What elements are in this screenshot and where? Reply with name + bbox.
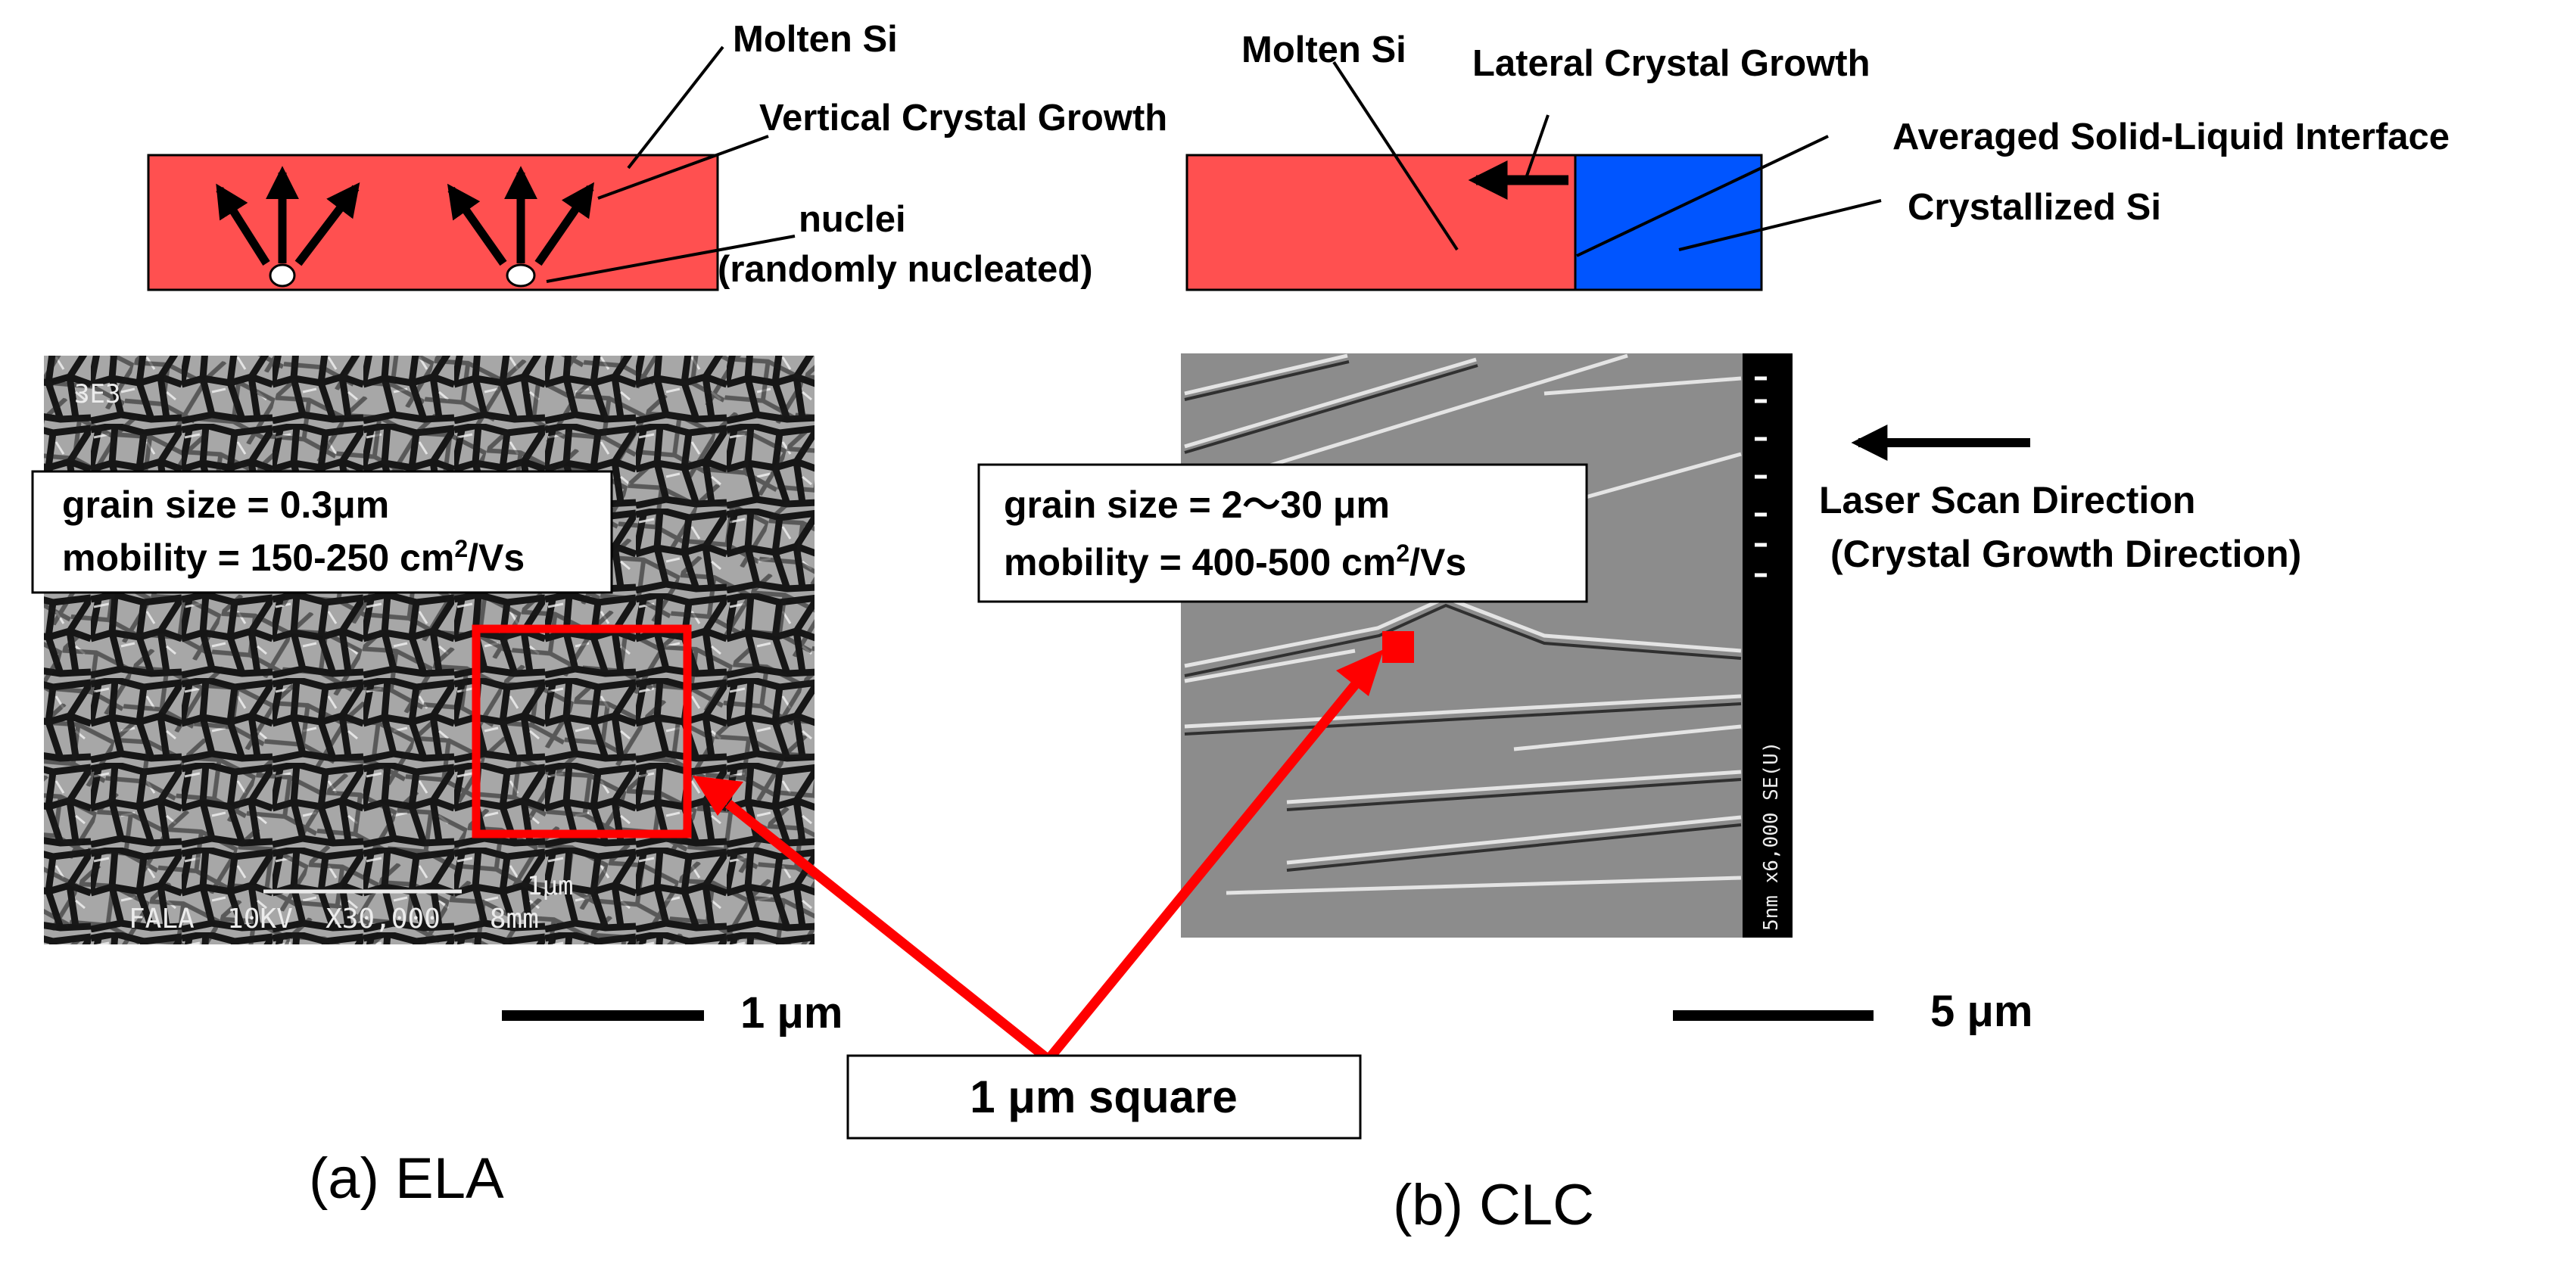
leader-line (597, 135, 769, 200)
clc-highlight-square (1382, 631, 1414, 663)
ela-mobility: mobility = 150-250 cm2/Vs (62, 535, 525, 579)
growth-arrow-icon (294, 182, 360, 266)
pointer-arrowhead-icon (1336, 649, 1384, 696)
pointer-line-to-clc (1044, 681, 1360, 1063)
scan-direction-label: Laser Scan Direction (1819, 479, 2195, 521)
clc-caption: (b) CLC (1393, 1173, 1594, 1237)
clc-molten-si-label: Molten Si (1241, 30, 1406, 70)
leader-line (1524, 114, 1550, 181)
clc-scale-label: 5 μm (1930, 987, 2032, 1036)
clc-crystallized-region (1574, 154, 1763, 291)
clc-schematic: Molten Si Lateral Crystal Growth Average… (1185, 30, 2450, 291)
clc-side-strip (1743, 353, 1793, 938)
leader-line (627, 45, 724, 170)
square-legend-box: 1 μm square (846, 1054, 1362, 1140)
clc-scale: 5 μm (1673, 987, 2032, 1036)
nuclei-label: nuclei (799, 199, 906, 240)
ela-caption: (a) ELA (309, 1146, 504, 1211)
clc-mobility: mobility = 400-500 cm2/Vs (1004, 540, 1466, 583)
leader-lines (546, 45, 796, 283)
clc-micrograph: 5nm x6,000 SE(U) (1181, 353, 1793, 938)
clc-strip-ticks (1755, 376, 1767, 577)
leader-line (1678, 199, 1882, 251)
ela-micrograph-footer: FALA 10KV X30,000 8mm (129, 904, 539, 935)
ela-molten-film (147, 154, 719, 291)
ela-scale-label: 1 μm (740, 988, 843, 1037)
leader-line (546, 235, 796, 283)
pointer-line-to-ela (724, 799, 1052, 1064)
ela-schematic: Molten Si Vertical Crystal Growth nuclei… (147, 19, 1167, 291)
nuclei-sub-label: (randomly nucleated) (718, 249, 1093, 290)
clc-grain-size: grain size = 2〜30 μm (1004, 484, 1390, 526)
leader-line (1332, 61, 1459, 251)
clc-strip-text: 5nm x6,000 SE(U) (1760, 742, 1783, 931)
interface-label: Averaged Solid-Liquid Interface (1892, 117, 2450, 157)
pointer-arrows (693, 649, 1384, 1064)
scan-direction-sub: (Crystal Growth Direction) (1830, 533, 2301, 575)
vertical-growth-arrows (216, 166, 594, 266)
ela-molten-si-label: Molten Si (733, 19, 898, 60)
ela-micrograph: 3E3 1μm FALA 10KV X30,000 8mm (44, 356, 815, 944)
growth-arrow-icon (534, 182, 594, 266)
scan-direction: Laser Scan Direction (Crystal Growth Dir… (1819, 425, 2301, 575)
growth-arrow-icon (447, 183, 507, 266)
ela-micrograph-label: 3E3 (74, 379, 120, 409)
ela-highlight-square (472, 624, 692, 838)
ela-grain-size: grain size = 0.3μm (62, 484, 389, 526)
vertical-growth-label: Vertical Crystal Growth (759, 98, 1167, 138)
lateral-growth-label: Lateral Crystal Growth (1472, 43, 1870, 84)
leader-lines (1332, 61, 1882, 257)
ela-info-box: grain size = 0.3μm mobility = 150-250 cm… (31, 470, 613, 594)
nucleus-icon (269, 263, 296, 288)
crystallized-si-label: Crystallized Si (1908, 187, 2161, 228)
clc-info-box: grain size = 2〜30 μm mobility = 400-500 … (977, 463, 1588, 603)
ela-micrograph-bar-text: 1μm (527, 871, 573, 901)
nucleus-icon (506, 263, 536, 288)
ela-scale: 1 μm (502, 988, 843, 1037)
pointer-arrowhead-icon (693, 776, 743, 816)
square-legend-label: 1 μm square (970, 1072, 1238, 1122)
growth-arrow-icon (216, 183, 270, 266)
leader-line (1576, 135, 1829, 257)
